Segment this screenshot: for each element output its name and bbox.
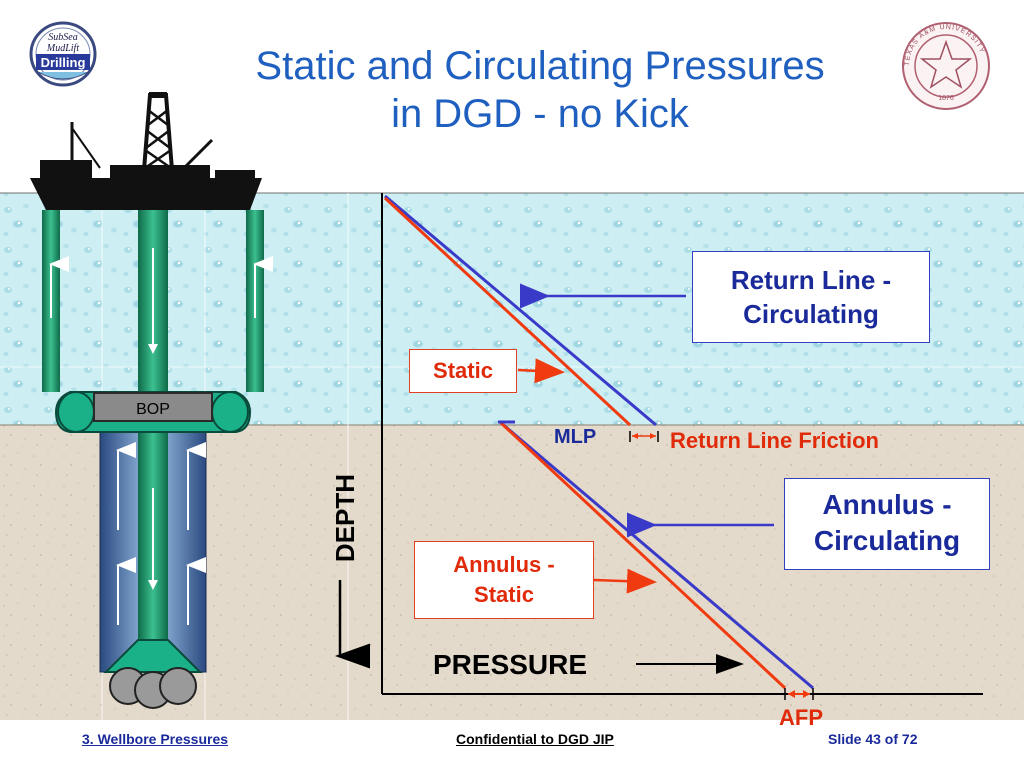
bop-label: BOP — [136, 401, 170, 418]
annulus-circulating-line-2: Circulating — [813, 525, 961, 556]
logo-left-line-1: SubSea — [48, 32, 77, 43]
drill-ship-icon — [30, 92, 262, 210]
slide-title-line-1: Static and Circulating Pressures — [255, 44, 825, 88]
slide-title-line-2: in DGD - no Kick — [391, 92, 689, 136]
footer-slide-number: Slide 43 of 72 — [828, 731, 918, 747]
drill-bit-icon — [103, 639, 203, 709]
afp-label: AFP — [779, 705, 823, 730]
return-line-circulating-line-1: Return Line - — [730, 265, 892, 295]
static-label: Static — [433, 358, 493, 383]
footer-confidential: Confidential to DGD JIP — [456, 731, 614, 747]
depth-label: DEPTH — [330, 474, 360, 562]
logo-left-line-3: Drilling — [41, 55, 86, 70]
seal-year: 1876 — [938, 95, 954, 102]
slide-title: Static and Circulating Pressures in DGD … — [200, 42, 880, 138]
footer-section: 3. Wellbore Pressures — [82, 731, 229, 747]
return-line-friction-label: Return Line Friction — [670, 428, 879, 453]
return-line-circulating-line-2: Circulating — [743, 299, 879, 329]
annulus-static-line-2: Static — [474, 582, 534, 607]
seal-star-icon — [919, 39, 973, 89]
mlp-label: MLP — [554, 426, 597, 448]
annulus-static-line-1: Annulus - — [453, 552, 555, 577]
return-line-friction-marker — [629, 431, 659, 442]
static-box: Static — [409, 349, 517, 393]
annulus-circulating-line-1: Annulus - — [822, 489, 952, 520]
afp-marker — [784, 688, 814, 700]
texas-am-seal-logo: TEXAS A&M UNIVERSITY 1876 — [902, 22, 990, 110]
subsea-mudlift-drilling-logo: SubSea MudLift Drilling — [29, 21, 97, 87]
annulus-circulating-line — [499, 420, 814, 690]
bop-icon — [54, 391, 252, 433]
pressure-label: PRESSURE — [433, 649, 588, 680]
return-line-circulating-line — [384, 194, 657, 427]
annulus-static-line — [498, 420, 787, 690]
annulus-static-box: Annulus - Static — [414, 541, 594, 619]
return-line-circulating-box: Return Line - Circulating — [692, 251, 930, 343]
logo-left-line-2: MudLift — [46, 43, 79, 54]
annulus-circulating-box: Annulus - Circulating — [784, 478, 990, 570]
static-line — [383, 196, 632, 427]
